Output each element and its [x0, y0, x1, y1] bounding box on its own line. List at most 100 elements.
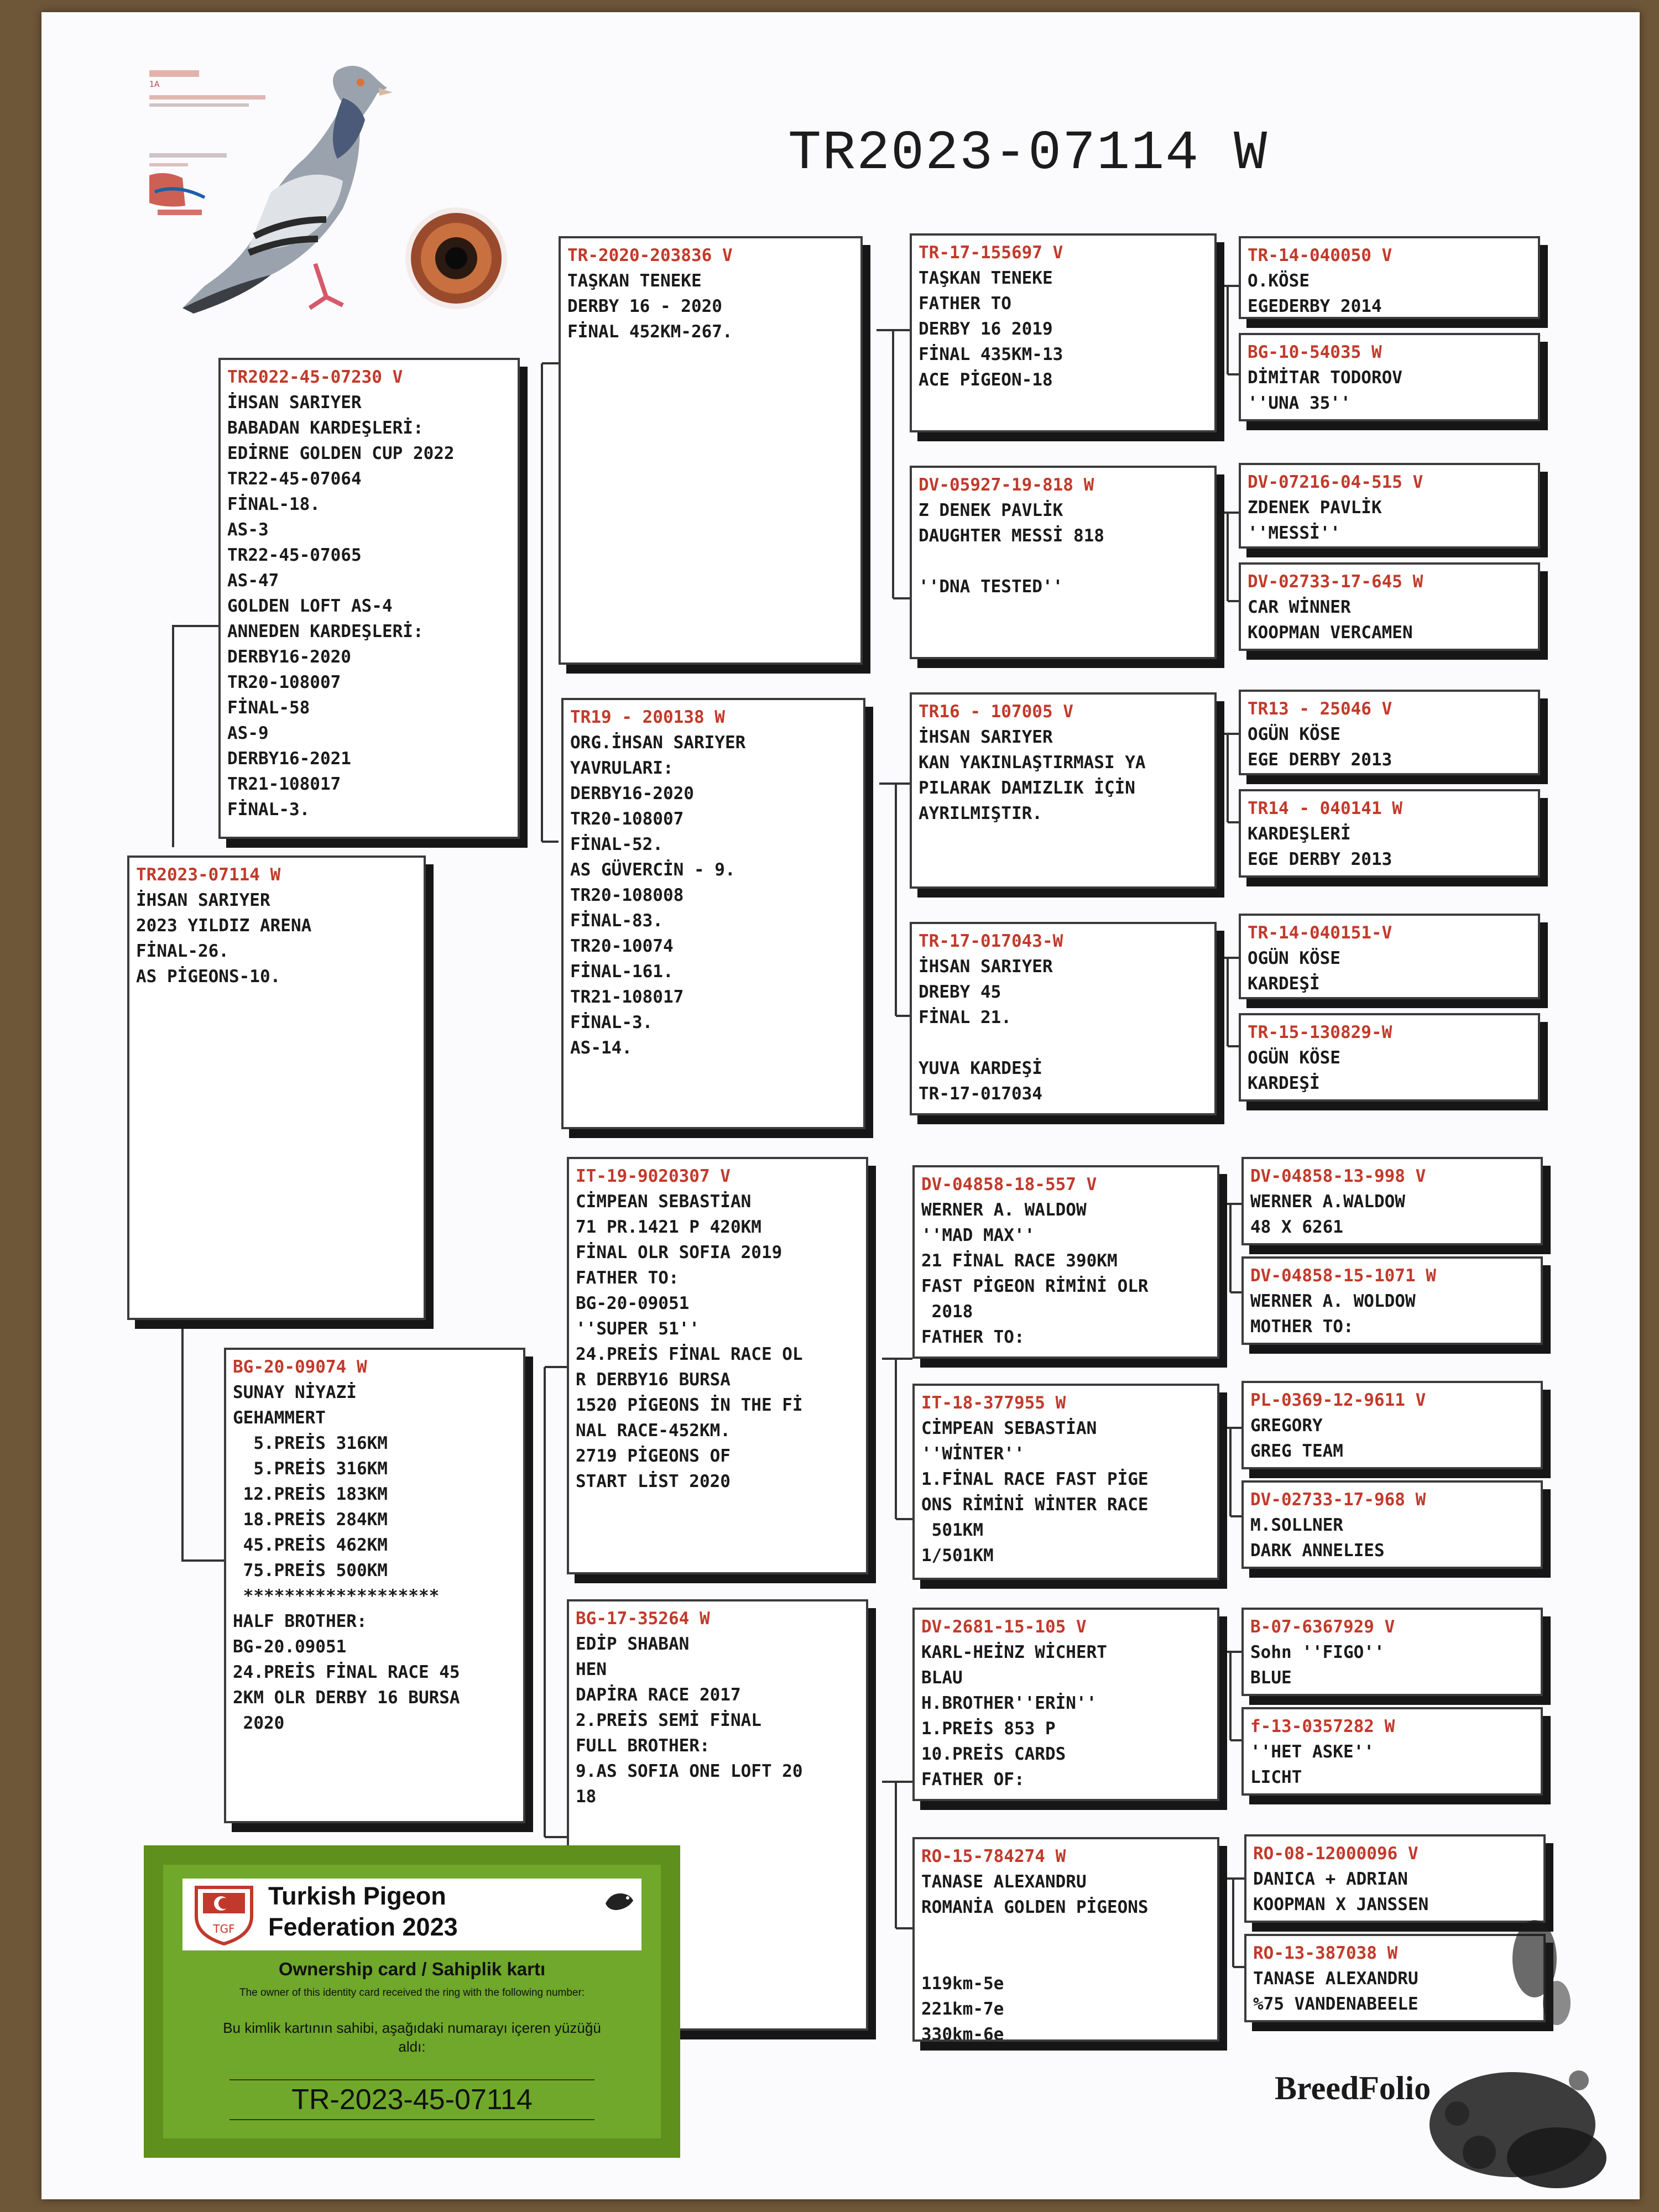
- logo-text-1: 1A: [149, 80, 160, 89]
- note-line: FATHER TO:: [576, 1268, 679, 1288]
- ring-number: TR14 - 040141 W: [1248, 799, 1402, 818]
- note-line: TAŞKAN TENEKE: [919, 268, 1053, 288]
- pedigree-notes: TANASE ALEXANDRU%75 VANDENABEELE: [1253, 1966, 1537, 2017]
- note-line: CİMPEAN SEBASTİAN: [576, 1192, 752, 1212]
- note-line: TANASE ALEXANDRU: [921, 1872, 1087, 1892]
- note-line: FİNAL-161.: [570, 962, 674, 982]
- card-rule-bottom: [229, 2119, 594, 2120]
- note-line: [921, 1920, 1211, 1945]
- note-line: FİNAL-58: [227, 698, 310, 718]
- note-line: FULL BROTHER:: [576, 1736, 710, 1756]
- eye-sign-image: [405, 207, 507, 309]
- note-line: MOTHER TO:: [1250, 1317, 1354, 1337]
- pedigree-card-g9: DV-04858-13-998 V WERNER A.WALDOW 48 X 626…: [1241, 1157, 1543, 1245]
- pedigree-notes: DİMİTAR TODOROV''UNA 35'': [1248, 365, 1531, 416]
- note-line: ZDENEK PAVLİK: [1248, 498, 1382, 518]
- note-line: FİNAL OLR SOFIA 2019: [576, 1243, 782, 1262]
- pedigree-card-mf: IT-19-9020307 V CİMPEAN SEBASTİAN 71 PR.14…: [567, 1157, 868, 1574]
- note-line: ''MAD MAX'': [921, 1225, 1035, 1245]
- tpf-shield-logo: TGF: [195, 1886, 253, 1946]
- note-line: 221km-7e: [921, 1999, 1004, 2019]
- note-line: 2KM OLR DERBY 16 BURSA: [233, 1688, 460, 1708]
- note-line: 71 PR.1421 P 420KM: [576, 1217, 761, 1237]
- pedigree-notes: O.KÖSE EGEDERBY 2014: [1248, 268, 1531, 317]
- ring-number: DV-04858-18-557 V: [921, 1175, 1097, 1194]
- note-line: GOLDEN LOFT AS-4: [227, 596, 393, 616]
- note-line: 330km-6e: [921, 2025, 1004, 2042]
- note-line: EDİP SHABAN: [576, 1634, 690, 1654]
- note-line: DERBY16-2020: [227, 647, 351, 667]
- note-line: OGÜN KÖSE: [1248, 1048, 1340, 1068]
- note-line: BABADAN KARDEŞLERİ:: [227, 418, 424, 438]
- note-line: KOOPMAN X JANSSEN: [1253, 1895, 1429, 1914]
- note-line: EGE DERBY 2013: [1248, 849, 1392, 869]
- note-line: AYRILMIŞTIR.: [919, 804, 1042, 823]
- card-text-en: The owner of this identity card received…: [239, 1987, 585, 1999]
- note-line: FİNAL-26.: [136, 941, 229, 961]
- ownership-card: TGF Turkish Pigeon Federation 2023 Owner…: [144, 1845, 680, 2158]
- ring-number: DV-05927-19-818 W: [919, 475, 1094, 495]
- note-line: KARL-HEİNZ WİCHERT: [921, 1642, 1107, 1662]
- note-line: DANICA + ADRIAN: [1253, 1869, 1408, 1889]
- note-line: GEHAMMERT: [233, 1408, 326, 1428]
- note-line: 48 X 6261: [1250, 1217, 1343, 1237]
- note-line: OGÜN KÖSE: [1248, 724, 1340, 744]
- note-line: YUVA KARDEŞİ: [919, 1058, 1042, 1078]
- pedigree-notes: ZDENEK PAVLİK ''MESSİ'': [1248, 495, 1531, 546]
- ring-number: DV-02733-17-645 W: [1248, 572, 1423, 592]
- brand-logo: BreedFolio: [1275, 2070, 1431, 2106]
- note-line: AS-47: [227, 571, 279, 591]
- note-line: [921, 1945, 1211, 1971]
- ring-number: RO-13-387038 W: [1253, 1943, 1398, 1963]
- note-line: O.KÖSE: [1248, 271, 1310, 291]
- note-line: FATHER TO:: [921, 1327, 1025, 1347]
- note-line: *******************: [233, 1586, 440, 1606]
- note-line: EGE DERBY 2013: [1248, 750, 1392, 770]
- note-line: 501KM: [921, 1520, 983, 1540]
- note-line: 21 FİNAL RACE 390KM: [921, 1251, 1118, 1271]
- card-subtitle: Ownership card / Sahiplik kartı: [278, 1959, 546, 1979]
- note-line: M.SOLLNER: [1250, 1515, 1343, 1535]
- note-line: DERBY16-2020: [570, 784, 694, 804]
- note-line: 18: [576, 1787, 597, 1807]
- ring-number: RO-15-784274 W: [921, 1846, 1066, 1866]
- pedigree-notes: DANICA + ADRIAN KOOPMAN X JANSSEN: [1253, 1866, 1537, 1917]
- note-line: ''MESSİ'': [1248, 523, 1340, 543]
- note-line: LICHT: [1250, 1767, 1302, 1787]
- pedigree-card-g14: f-13-0357282 W''HET ASKE''LICHT: [1241, 1707, 1543, 1796]
- note-line: EDİRNE GOLDEN CUP 2022: [227, 444, 455, 463]
- ring-number: BG-20-09074 W: [233, 1357, 367, 1377]
- pedigree-notes: OGÜN KÖSE EGE DERBY 2013: [1248, 722, 1531, 773]
- ring-number: IT-19-9020307 V: [576, 1166, 731, 1186]
- note-line: DREBY 45: [919, 982, 1001, 1002]
- pedigree-notes: Sohn ''FIGO''BLUE: [1250, 1640, 1534, 1691]
- note-line: Z DENEK PAVLİK: [919, 500, 1063, 520]
- page-title: TR2023-07114 W: [788, 123, 1269, 185]
- connector-lines: [172, 285, 1244, 1968]
- note-line: GREG TEAM: [1250, 1441, 1343, 1461]
- note-line: YAVRULARI:: [570, 758, 674, 778]
- ring-number: DV-04858-13-998 V: [1250, 1166, 1426, 1186]
- pedigree-notes: WERNER A.WALDOW 48 X 6261: [1250, 1189, 1534, 1240]
- note-line: WERNER A.WALDOW: [1250, 1192, 1405, 1212]
- pedigree-card-mmm: RO-15-784274 W TANASE ALEXANDRU ROMANİA GO…: [912, 1837, 1219, 2042]
- note-line: EGEDERBY 2014: [1248, 296, 1382, 316]
- note-line: FATHER TO: [919, 294, 1011, 314]
- note-line: 1/501KM: [921, 1546, 994, 1566]
- note-line: ROMANİA GOLDEN PİGEONS: [921, 1897, 1149, 1917]
- ownership-card-panel: TGF Turkish Pigeon Federation 2023 Owner…: [163, 1865, 661, 2138]
- ring-number: TR2022-45-07230 V: [227, 367, 403, 387]
